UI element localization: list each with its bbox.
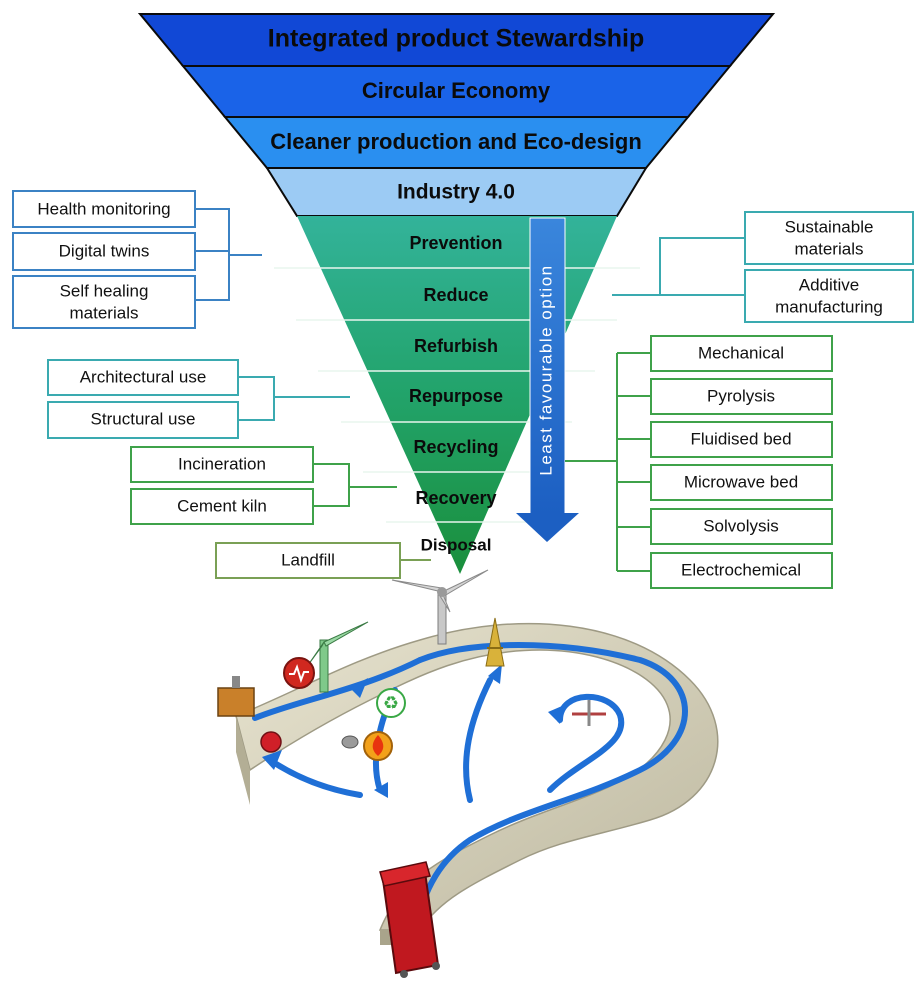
electrochemical-label: Electrochemical [681,560,801,579]
tier-industry-40-label: Industry 4.0 [397,181,515,204]
box-incineration [130,446,314,483]
least-favourable-arrow: Least favourable option [516,217,579,542]
bucket-icon [260,731,282,753]
recovery-boxes: Incineration Cement kiln [130,446,397,525]
waste-hierarchy-funnel: Prevention Reduce Refurbish Repurpose Re… [274,216,640,574]
repurpose-boxes: Architectural use Structural use [47,359,350,439]
level-refurbish: Refurbish [414,336,498,356]
least-favourable-label: Least favourable option [536,264,555,475]
level-repurpose: Repurpose [409,386,503,406]
box-sustainable-materials [744,211,914,265]
green-turbine-icon [305,621,369,693]
box-structural-use [47,401,239,439]
box-electrochemical [650,552,833,589]
industry-boxes: Health monitoring Digital twins Self hea… [12,190,262,329]
box-mechanical [650,335,833,372]
microwave-bed-label: Microwave bed [684,472,798,491]
pot-icon [341,735,359,749]
tier-stewardship-label: Integrated product Stewardship [268,25,644,53]
heart-health-icon [283,657,315,689]
level-recovery: Recovery [415,488,496,508]
track-wall [236,716,250,805]
tier-circular-economy-label: Circular Economy [362,78,551,103]
upper-funnel: Integrated product Stewardship Circular … [137,13,776,217]
building-icon [217,676,255,717]
incineration-label: Incineration [178,454,266,473]
level-prevention: Prevention [409,233,502,253]
tier-cleaner-production-label: Cleaner production and Eco-design [270,129,642,154]
self-healing-label-1: Self healing [60,281,149,300]
box-cement-kiln [130,488,314,525]
waste-bin-icon [379,861,440,978]
box-health-monitoring [12,190,196,228]
box-pyrolysis [650,378,833,415]
box-additive-manufacturing [744,269,914,323]
aircraft-part-icon [572,700,606,726]
additive-manufacturing-label-1: Additive [799,275,859,294]
box-microwave-bed [650,464,833,501]
recycling-icon: ♻ [376,688,406,718]
box-architectural-use [47,359,239,396]
health-monitoring-label: Health monitoring [37,199,170,218]
additive-manufacturing-label-2: manufacturing [775,297,883,316]
tower-icon [485,617,505,667]
wind-turbine-icon [391,569,489,645]
prevention-boxes: Sustainable materials Additive manufactu… [612,211,914,323]
landfill-label: Landfill [281,550,335,569]
level-disposal: Disposal [421,535,492,554]
box-self-healing [12,275,196,329]
cement-kiln-label: Cement kiln [177,496,267,515]
level-recycling: Recycling [413,437,498,457]
mechanical-label: Mechanical [698,343,784,362]
box-digital-twins [12,232,196,271]
level-reduce: Reduce [423,285,488,305]
recycling-boxes: Mechanical Pyrolysis Fluidised bed Micro… [565,335,833,589]
box-fluidised-bed [650,421,833,458]
fluidised-bed-label: Fluidised bed [690,429,791,448]
sustainable-materials-label-2: materials [795,239,864,258]
solvolysis-label: Solvolysis [703,516,779,535]
digital-twins-label: Digital twins [59,241,150,260]
fire-icon [363,731,393,761]
svg-text:♻: ♻ [383,693,399,713]
self-healing-label-2: materials [70,303,139,322]
pyrolysis-label: Pyrolysis [707,386,775,405]
box-solvolysis [650,508,833,545]
architectural-use-label: Architectural use [80,367,207,386]
circular-track-illustration: ♻ [217,569,719,978]
box-landfill [215,542,401,579]
sustainable-materials-label-1: Sustainable [785,217,874,236]
structural-use-label: Structural use [91,409,196,428]
disposal-box: Landfill [215,542,431,579]
